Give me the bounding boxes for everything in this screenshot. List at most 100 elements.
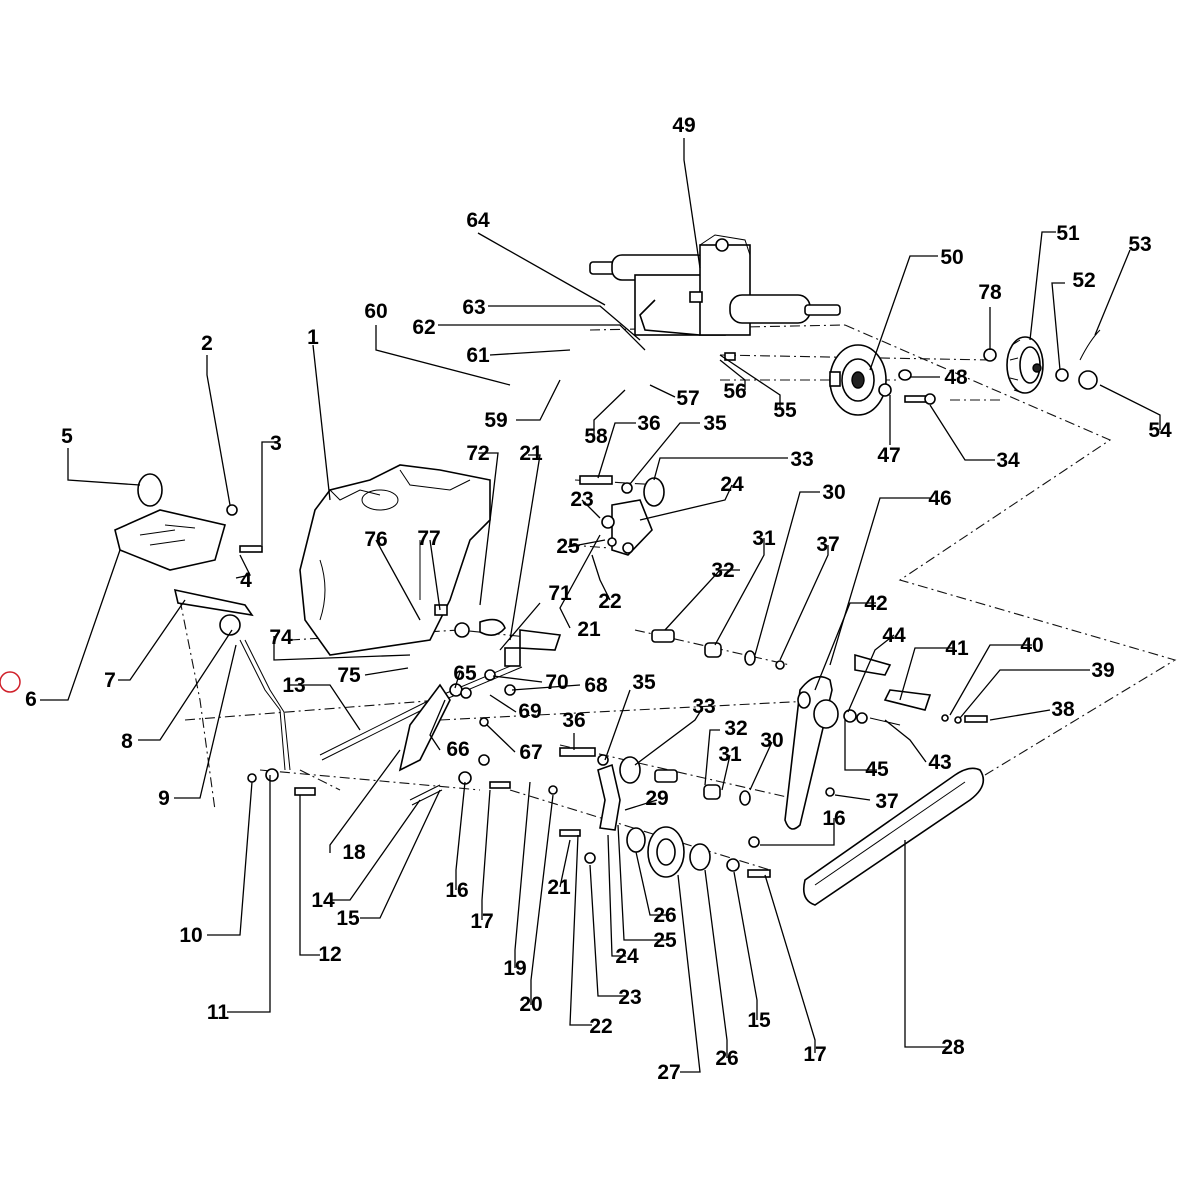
callout-19: 19: [503, 957, 526, 980]
callout-11: 11: [207, 1001, 230, 1024]
callout-21: 21: [519, 442, 543, 465]
callout-46: 46: [928, 487, 951, 510]
callout-22: 22: [589, 1015, 612, 1038]
callout-74: 74: [269, 626, 293, 649]
callout-59: 59: [484, 409, 507, 432]
callout-77: 77: [417, 527, 440, 550]
callout-76: 76: [364, 528, 387, 551]
callout-20: 20: [519, 993, 542, 1016]
callout-30: 30: [760, 729, 783, 752]
idler-bracket-upper: [579, 475, 665, 556]
callout-6: 6: [25, 688, 37, 711]
callout-21: 21: [547, 876, 571, 899]
callout-40: 40: [1020, 634, 1043, 657]
callout-49: 49: [672, 114, 695, 137]
callout-5: 5: [61, 425, 73, 448]
callout-25: 25: [556, 535, 580, 558]
callout-23: 23: [618, 986, 641, 1009]
callout-33: 33: [790, 448, 813, 471]
callout-29: 29: [645, 787, 668, 810]
pulley-50: [829, 344, 887, 416]
callout-68: 68: [584, 674, 608, 697]
callout-65: 65: [453, 662, 477, 685]
callout-12: 12: [318, 943, 341, 966]
highlight-marker-circle: [0, 671, 21, 693]
callout-36: 36: [637, 412, 660, 435]
callout-7: 7: [104, 669, 116, 692]
control-plate: [114, 473, 263, 636]
transmission-assembly: [589, 234, 841, 361]
callout-32: 32: [711, 559, 734, 582]
wheel-hub-51: [1006, 336, 1044, 394]
callout-44: 44: [882, 624, 906, 647]
callout-25: 25: [653, 929, 677, 952]
callout-31: 31: [718, 743, 742, 766]
callout-32: 32: [724, 717, 747, 740]
callout-1: 1: [307, 326, 319, 349]
callout-labels: 49 64 50 51 53 78 52 60 63 62 61 48 54 5…: [25, 114, 1172, 1084]
callout-35: 35: [632, 671, 656, 694]
callout-69: 69: [518, 700, 541, 723]
callout-41: 41: [945, 637, 969, 660]
idler-assembly-lower: [548, 747, 835, 878]
callout-67: 67: [519, 741, 542, 764]
callout-62: 62: [412, 316, 435, 339]
callout-33: 33: [692, 695, 715, 718]
callout-16: 16: [822, 807, 845, 830]
callout-58: 58: [584, 425, 608, 448]
callout-17: 17: [803, 1043, 826, 1066]
callout-51: 51: [1056, 222, 1080, 245]
callout-47: 47: [877, 444, 900, 467]
callout-43: 43: [928, 751, 951, 774]
callout-9: 9: [158, 787, 170, 810]
callout-37: 37: [875, 790, 898, 813]
callout-56: 56: [723, 380, 746, 403]
hardware-top-right: [878, 329, 1101, 405]
callout-75: 75: [337, 664, 361, 687]
callout-26: 26: [715, 1047, 738, 1070]
callout-63: 63: [462, 296, 485, 319]
callout-22: 22: [598, 590, 621, 613]
callout-15: 15: [336, 907, 360, 930]
callout-38: 38: [1051, 698, 1075, 721]
callout-53: 53: [1128, 233, 1151, 256]
callout-50: 50: [940, 246, 963, 269]
callout-27: 27: [657, 1061, 680, 1084]
callout-36: 36: [562, 709, 585, 732]
callout-42: 42: [864, 592, 887, 615]
callout-23: 23: [570, 488, 593, 511]
callout-17: 17: [470, 910, 493, 933]
callout-34: 34: [996, 449, 1020, 472]
callout-72: 72: [466, 442, 489, 465]
callout-28: 28: [941, 1036, 965, 1059]
callout-39: 39: [1091, 659, 1114, 682]
bracket-parts-right: [843, 653, 988, 726]
callout-2: 2: [201, 332, 213, 355]
drive-belt-28: [802, 767, 985, 906]
callout-24: 24: [720, 473, 744, 496]
callout-61: 61: [466, 344, 490, 367]
callout-21: 21: [577, 618, 601, 641]
callout-35: 35: [703, 412, 727, 435]
leader-lines: [40, 138, 1161, 1073]
callout-70: 70: [545, 671, 568, 694]
callout-24: 24: [615, 945, 639, 968]
callout-15: 15: [747, 1009, 771, 1032]
callout-8: 8: [121, 730, 133, 753]
middle-row-parts: [651, 629, 785, 670]
callout-30: 30: [822, 481, 845, 504]
callout-66: 66: [446, 738, 469, 761]
callout-10: 10: [179, 924, 202, 947]
callout-13: 13: [282, 674, 305, 697]
shift-rod: [239, 639, 291, 783]
callout-55: 55: [773, 399, 797, 422]
callout-71: 71: [548, 582, 572, 605]
callout-45: 45: [865, 758, 889, 781]
callout-57: 57: [676, 387, 699, 410]
callout-60: 60: [364, 300, 387, 323]
callout-52: 52: [1072, 269, 1095, 292]
callout-3: 3: [270, 432, 282, 455]
callout-37: 37: [816, 533, 839, 556]
callout-4: 4: [240, 569, 252, 592]
